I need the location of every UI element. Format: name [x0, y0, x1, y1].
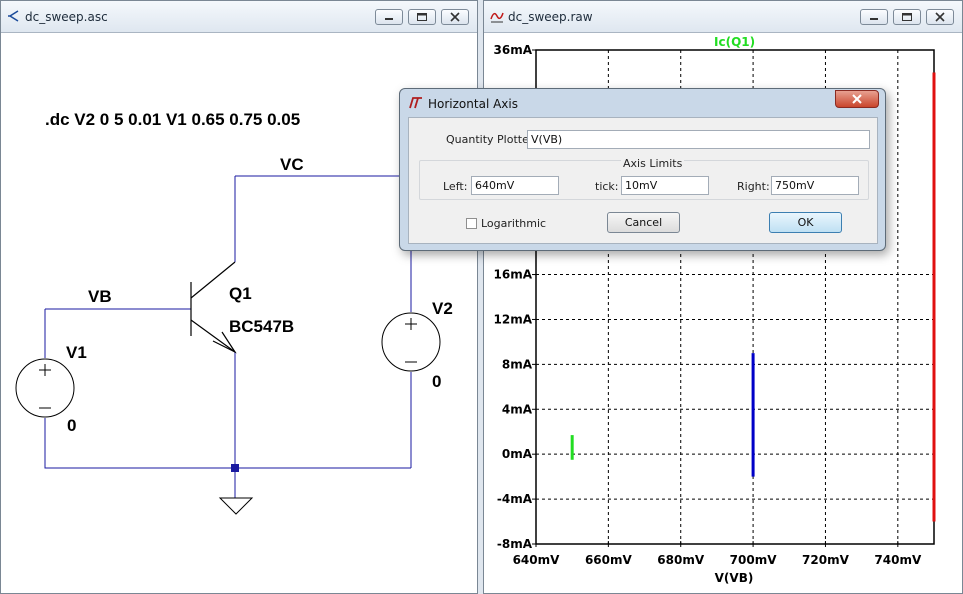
quantity-plotted-input[interactable]	[527, 130, 870, 149]
schematic-titlebar[interactable]: dc_sweep.asc	[1, 1, 477, 33]
close-icon	[852, 94, 862, 104]
minimize-icon	[385, 18, 393, 20]
dialog-title: Horizontal Axis	[428, 97, 518, 111]
logarithmic-checkbox[interactable]	[466, 218, 477, 229]
maximize-button[interactable]	[408, 9, 436, 25]
waveform-app-icon	[490, 12, 504, 23]
quantity-plotted-label: Quantity Plotted:	[446, 133, 540, 146]
tick-label: tick:	[595, 180, 619, 193]
close-icon	[935, 12, 945, 22]
close-button[interactable]	[926, 9, 954, 25]
logarithmic-label[interactable]: Logarithmic	[481, 217, 547, 230]
left-limit-input[interactable]	[471, 176, 559, 195]
minimize-button[interactable]	[860, 9, 888, 25]
ltspice-logo-icon	[409, 97, 422, 109]
schematic-title: dc_sweep.asc	[25, 10, 108, 24]
horizontal-axis-dialog: Horizontal Axis Quantity Plotted: Axis L…	[399, 88, 886, 251]
close-button[interactable]	[441, 9, 469, 25]
schematic-window: dc_sweep.asc	[0, 0, 478, 594]
dialog-body: Quantity Plotted: Axis Limits Left: tick…	[408, 117, 878, 244]
left-label: Left:	[443, 180, 468, 193]
cancel-button[interactable]: Cancel	[607, 212, 680, 233]
maximize-icon	[902, 13, 912, 21]
right-limit-input[interactable]	[771, 176, 859, 195]
tick-input[interactable]	[621, 176, 709, 195]
axis-limits-label: Axis Limits	[621, 157, 685, 170]
right-label: Right:	[737, 180, 770, 193]
close-icon	[450, 12, 460, 22]
maximize-button[interactable]	[893, 9, 921, 25]
minimize-icon	[870, 18, 878, 20]
minimize-button[interactable]	[375, 9, 403, 25]
waveform-titlebar[interactable]: dc_sweep.raw	[484, 1, 962, 33]
ok-button[interactable]: OK	[769, 212, 842, 233]
maximize-icon	[417, 13, 427, 21]
waveform-title: dc_sweep.raw	[508, 10, 593, 24]
dialog-close-button[interactable]	[835, 90, 879, 108]
schematic-app-icon	[8, 10, 19, 22]
